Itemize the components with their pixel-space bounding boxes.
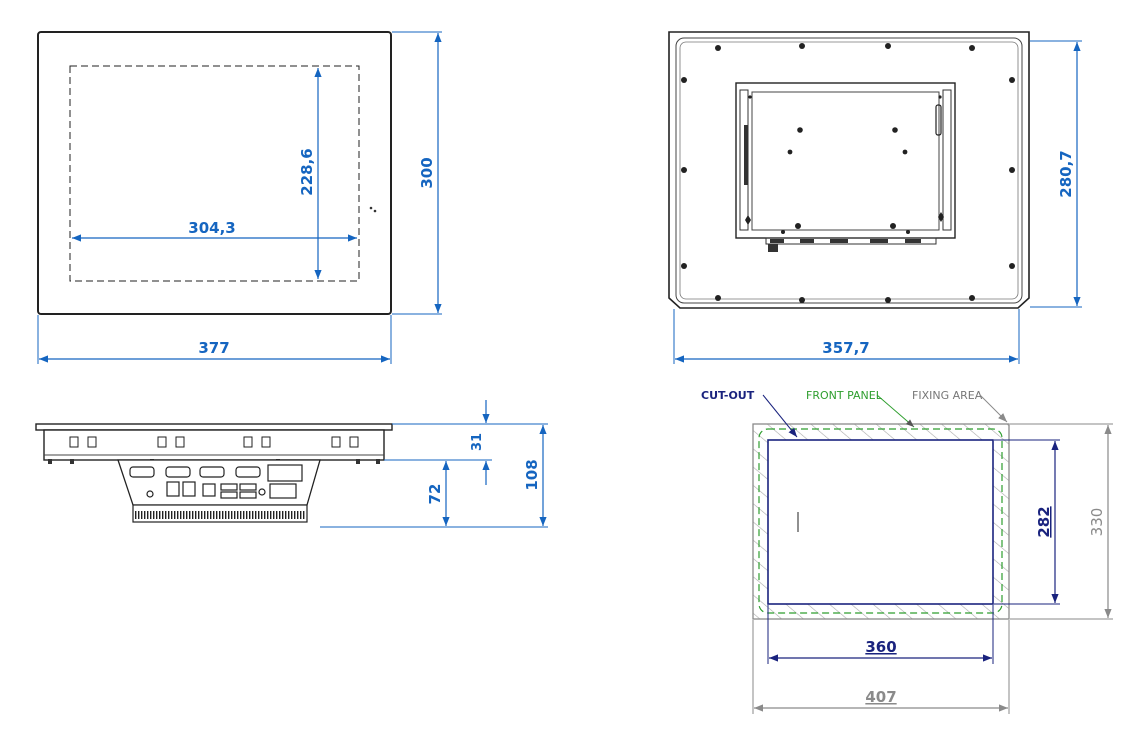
cutout-leader-label: CUT-OUT — [701, 389, 755, 402]
rear-height-label: 280,7 — [1057, 150, 1075, 197]
rear-marker — [745, 215, 751, 225]
front-led — [373, 209, 377, 213]
total-depth-label: 108 — [523, 459, 541, 490]
cutout-view: CUT-OUT FRONT PANEL FIXING AREA 360 282 … — [701, 389, 1113, 714]
cutout-width-label: 360 — [865, 638, 896, 656]
active-width-label: 304,3 — [188, 219, 235, 237]
side-bezel-lip — [35, 423, 393, 431]
front-panel-outline-dashed — [758, 428, 1003, 614]
rear-mounting-plate — [751, 91, 940, 231]
fixing-width-label: 407 — [865, 688, 896, 706]
cutout-height-label: 282 — [1035, 506, 1053, 537]
cutout-outline — [767, 439, 994, 605]
rear-bracket-right — [942, 89, 952, 231]
rear-slot — [744, 125, 748, 185]
fixing-area-outline — [752, 423, 1010, 620]
front-view: 304,3 228,6 300 377 — [37, 31, 442, 364]
front-led — [369, 206, 373, 210]
rear-panel-inner — [675, 37, 1023, 304]
side-ports — [129, 464, 303, 499]
fixing-area-leader-line — [979, 394, 1008, 423]
rear-holes — [748, 95, 942, 234]
housing-depth-label: 72 — [426, 484, 444, 505]
front-panel-outline — [37, 31, 392, 315]
rear-screws — [681, 43, 1015, 303]
front-panel-leader-label: FRONT PANEL — [806, 389, 883, 402]
bezel-depth-label: 31 — [470, 433, 485, 451]
fixing-area-leader-label: FIXING AREA — [912, 389, 983, 402]
active-height-label: 228,6 — [298, 148, 316, 195]
rear-view: 280,7 357,7 — [668, 31, 1082, 364]
rear-connectors — [768, 239, 921, 252]
rear-mounting-box — [735, 82, 956, 239]
front-width-label: 377 — [198, 339, 229, 357]
cutout-leader-line — [762, 394, 798, 438]
rear-marker — [938, 212, 944, 222]
rear-connector-strip — [765, 237, 937, 245]
front-height-label: 300 — [418, 157, 436, 188]
side-view: 31 72 108 — [35, 400, 548, 528]
rear-slot — [935, 104, 942, 136]
fixing-height-label: 330 — [1088, 508, 1106, 537]
rear-width-label: 357,7 — [822, 339, 869, 357]
active-area-dashed — [69, 65, 360, 282]
front-panel-leader-line — [876, 394, 915, 428]
rear-panel-inner — [679, 41, 1019, 300]
side-clips — [69, 436, 359, 448]
